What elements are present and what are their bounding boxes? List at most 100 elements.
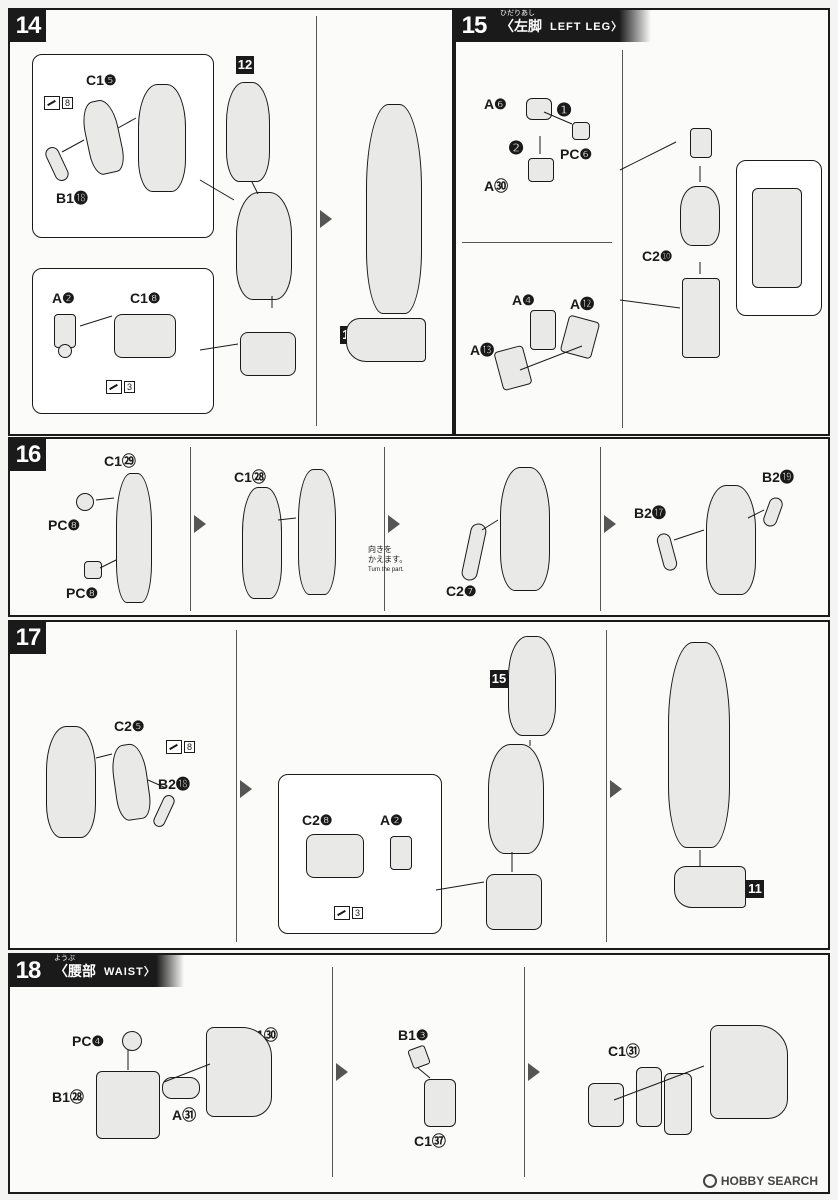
joint-peg [390, 836, 412, 870]
armor-mid-2 [664, 1073, 692, 1135]
assembled-shin [236, 192, 292, 300]
part-label-c1-37: C1㊲ [414, 1133, 446, 1149]
fin-left [655, 531, 679, 573]
skirt-plate [424, 1079, 456, 1127]
shin-armor [108, 742, 154, 822]
upper-shin [226, 82, 270, 182]
part-label-pc8-a: PC❽ [48, 517, 80, 533]
part-label-a6: A❻ [484, 96, 507, 112]
assembly-order-2: ❷ [508, 138, 525, 158]
waist-housing [206, 1027, 272, 1117]
part-label-pc8-b: PC❽ [66, 585, 98, 601]
part-label-a30: A㉚ [484, 178, 509, 194]
ref-step-15: 15 [490, 670, 508, 688]
completed-shin [706, 485, 756, 595]
fin-plate [493, 344, 533, 392]
step-title: 〈左脚 LEFT LEG〉 [492, 10, 652, 42]
flat-plate [559, 314, 601, 360]
step-number: 14 [10, 10, 46, 42]
joint-cube [526, 98, 552, 120]
shell-assembly [500, 467, 550, 591]
part-label-a13: A⓭ [470, 342, 495, 358]
divider [462, 242, 612, 243]
part-label-c1-29: C1㉙ [104, 453, 136, 469]
step-18-panel: 18 〈腰部 WAIST〉 ようぶ PC❹ B1㉘ A㉛ C1㉚ B1❸ C1㊲… [8, 953, 830, 1194]
inner-frame [116, 473, 152, 603]
divider [622, 50, 623, 428]
part-label-a12: A⓬ [570, 296, 595, 312]
lower-frame [682, 278, 720, 358]
inner-frame-2 [298, 469, 336, 595]
step-arrow [336, 1063, 348, 1081]
joint-peg [54, 314, 76, 348]
part-label-c1-31: C1㉛ [608, 1043, 640, 1059]
step-number: 15 [456, 10, 492, 42]
part-label-a2: A❷ [52, 290, 75, 306]
part-label-c2-8: C2❽ [302, 812, 333, 828]
part-label-b1-18: B1⓲ [56, 190, 88, 206]
step-17-panel: 17 C2❺ B2⓲ C2❽ A❷ 15 11 8 3 [8, 620, 830, 950]
small-tab [407, 1044, 431, 1070]
part-label-b2-19: B2⓳ [762, 469, 794, 485]
nipper-cut-8: 8 [44, 96, 74, 110]
watermark: HOBBY SEARCH [702, 1174, 818, 1188]
part-label-b1-3: B1❸ [398, 1027, 429, 1043]
complete-leg [668, 642, 730, 848]
thigh-section [508, 636, 556, 736]
step-number: 16 [10, 439, 46, 471]
nipper-cut-3: 3 [106, 380, 136, 394]
small-fin [151, 793, 177, 829]
part-label-c2-7: C2❼ [446, 583, 477, 599]
ankle-part [486, 874, 542, 930]
turn-note-jp-2: かえます。 [368, 555, 408, 564]
step-arrow [528, 1063, 540, 1081]
ankle-block [114, 314, 176, 358]
turn-note-en: Turn the part. [368, 567, 404, 573]
divider [600, 447, 601, 611]
part-label-c1-28: C1㉘ [234, 469, 266, 485]
part-label-c1-5: C1❺ [86, 72, 117, 88]
divider [190, 447, 191, 611]
step-arrow [320, 210, 332, 228]
part-label-pc6: PC❻ [560, 146, 592, 162]
title-furigana: ひだりあし [500, 10, 535, 17]
hobby-search-logo-icon [702, 1174, 717, 1188]
title-en: LEFT LEG〉 [550, 21, 624, 33]
title-furigana: ようぶ [54, 955, 75, 962]
foot [346, 318, 426, 362]
divider [236, 630, 237, 942]
ankle-block [306, 834, 364, 878]
knee-joint [690, 128, 712, 158]
armor-mid [636, 1067, 662, 1127]
divider [606, 630, 607, 942]
assembly-order-1: ❶ [556, 100, 573, 120]
step-title: 〈腰部 WAIST〉 [46, 955, 184, 987]
part-label-a31: A㉛ [172, 1107, 197, 1123]
divider [316, 16, 317, 426]
poly-cap-lower [84, 561, 102, 579]
title-en: WAIST〉 [104, 966, 156, 978]
joint-base [528, 158, 554, 182]
divider [524, 967, 525, 1177]
part-label-c2-10: C2❿ [642, 248, 673, 264]
part-label-b2-17: B2⓱ [634, 505, 666, 521]
ref-step-12: 12 [236, 56, 254, 74]
armor-left [588, 1083, 624, 1127]
detail-frame [752, 188, 802, 288]
step-arrow [604, 515, 616, 533]
knee-section [488, 744, 544, 854]
step-14-panel: 14 C1❺ B1⓲ A❷ C1❽ 12 11 8 3 [8, 8, 454, 436]
divider [332, 967, 333, 1177]
foot [674, 866, 746, 908]
part-label-a2: A❷ [380, 812, 403, 828]
part-label-pc4: PC❹ [72, 1033, 104, 1049]
poly-cap-ball [122, 1031, 142, 1051]
shin-frame [46, 726, 96, 838]
ball-joint [58, 344, 72, 358]
step-16-panel: 16 C1㉙ PC❽ PC❽ C1㉘ C2❼ B2⓱ B2⓳ 向きを かえます。… [8, 437, 830, 617]
step-number: 17 [10, 622, 46, 654]
turn-note: 向きを かえます。 Turn the part. [368, 545, 407, 575]
full-leg [366, 104, 422, 314]
part-label-b2-18: B2⓲ [158, 776, 190, 792]
